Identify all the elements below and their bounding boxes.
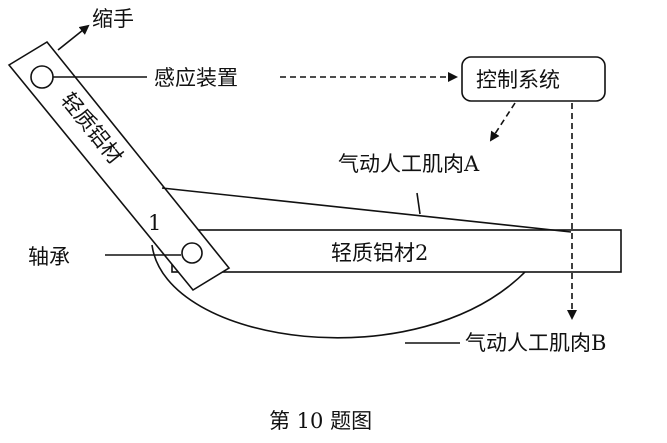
muscle-b-label: 气动人工肌肉B: [465, 331, 606, 355]
muscle-a-leader: [416, 192, 421, 215]
control-system-box: [461, 56, 606, 102]
rod-2: [171, 229, 622, 273]
figure-caption: 第 10 题图: [269, 409, 372, 433]
sensor-label: 感应装置: [154, 66, 238, 90]
retract-arrow: [57, 24, 90, 51]
bearing-label: 轴承: [28, 245, 70, 269]
control-system-label: 控制系统: [476, 68, 560, 92]
rod-2-label: 轻质铝材2: [331, 241, 428, 265]
muscle-b-curve: [151, 244, 528, 339]
control-to-muscle-a-arrow: [489, 102, 516, 142]
muscle-a-label: 气动人工肌肉A: [338, 152, 480, 176]
muscle-a-line: [161, 187, 572, 233]
rod-1: [7, 40, 231, 292]
rod-1-number: 1: [148, 211, 161, 235]
retract-label: 缩手: [92, 7, 134, 31]
bearing-circle: [181, 242, 203, 264]
